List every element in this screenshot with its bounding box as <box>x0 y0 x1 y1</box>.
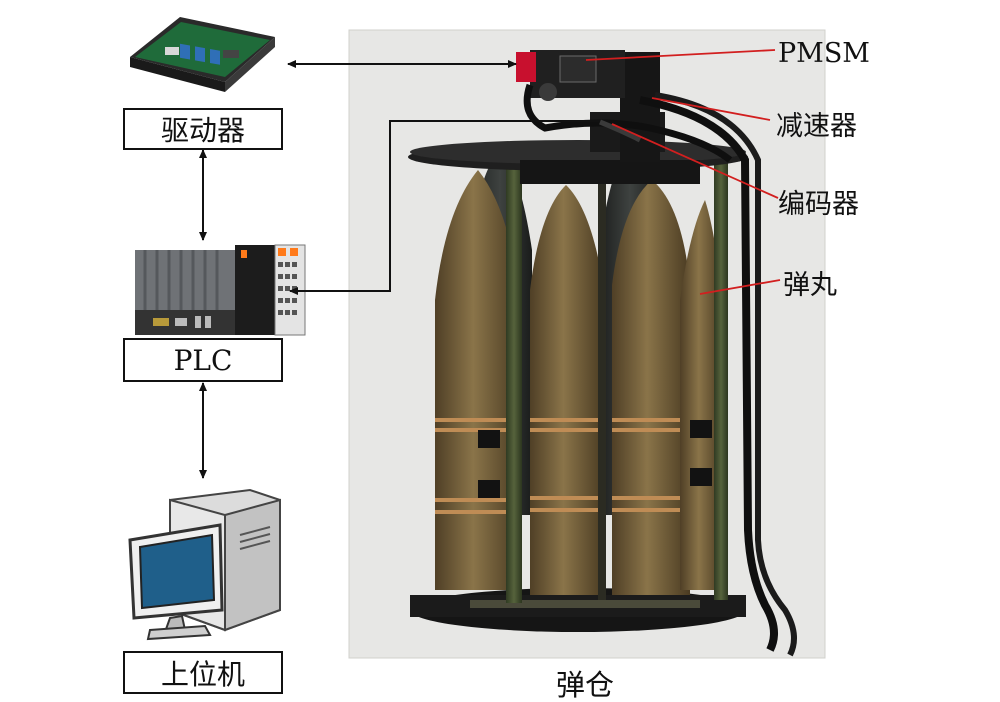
plc-label: PLC <box>173 343 233 377</box>
leader-lines <box>585 49 781 295</box>
driver-label: 驱动器 <box>160 114 245 147</box>
desktop-computer-icon <box>128 488 281 641</box>
reducer-label: 减速器 <box>776 111 857 142</box>
magazine-caption: 弹仓 <box>556 668 615 702</box>
shell-3 <box>612 180 690 595</box>
plc-controller-icon <box>135 244 306 336</box>
projectile-label: 弹丸 <box>783 270 837 301</box>
driver-label-box: 驱动器 <box>123 108 283 150</box>
shell-2 <box>530 185 604 595</box>
plc-label-box: PLC <box>123 338 283 382</box>
host-label: 上位机 <box>160 657 245 691</box>
encoder-label: 编码器 <box>778 189 859 220</box>
magazine-photo <box>348 29 826 659</box>
connection-arrows <box>199 60 600 479</box>
shell-4 <box>680 200 722 590</box>
host-label-box: 上位机 <box>123 651 283 694</box>
servo-driver-board-icon <box>130 17 275 92</box>
pmsm-label: PMSM <box>778 38 870 69</box>
